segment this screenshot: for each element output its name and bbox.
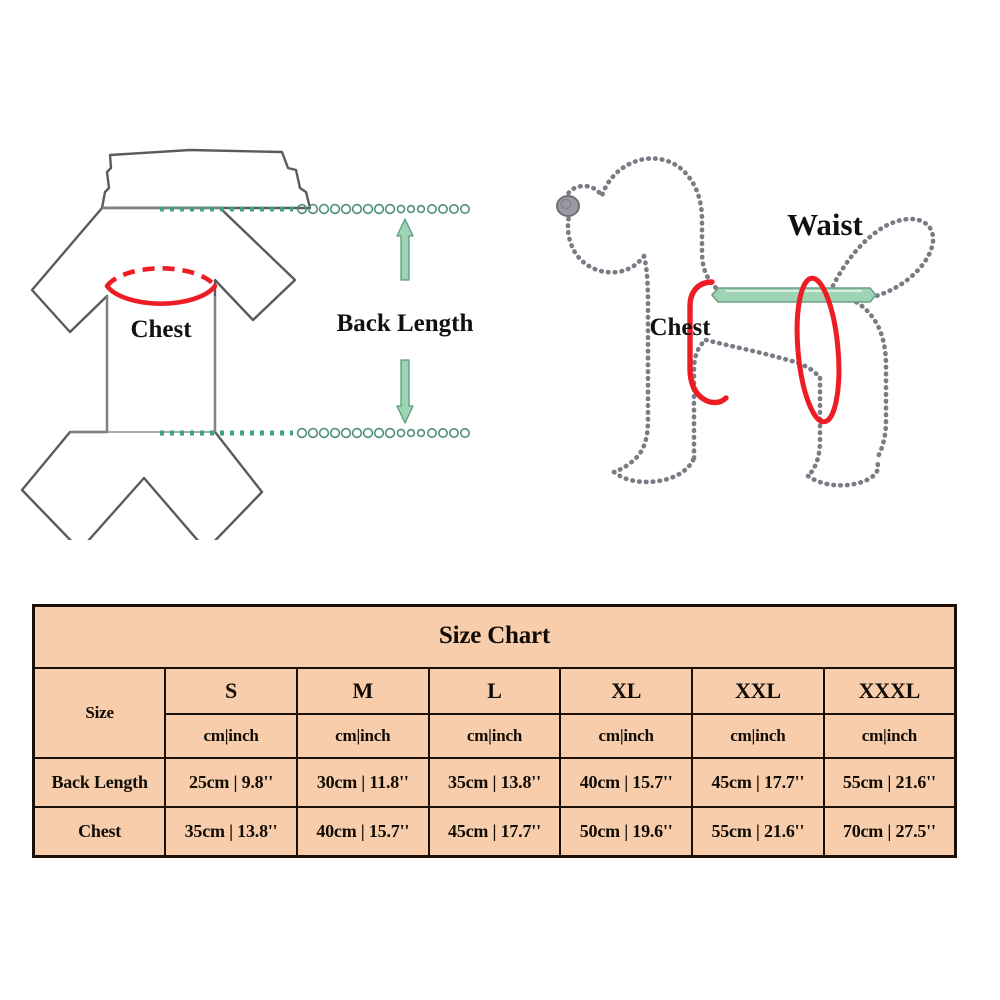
row-label-chest: Chest: [32, 806, 167, 858]
chest-xxl: 55cm | 21.6'': [691, 806, 825, 858]
unit-cell-m: cm|inch: [295, 713, 430, 759]
dog-waist-label: Waist: [787, 207, 863, 242]
dog-diagram: Chest Waist: [556, 156, 936, 488]
back-length-arrow-down: [396, 359, 414, 424]
garment-collar-outline: [100, 148, 312, 210]
unit-cell-l: cm|inch: [427, 713, 562, 759]
back-length-l: 35cm | 13.8'': [427, 757, 562, 808]
chest-m: 40cm | 15.7'': [295, 806, 430, 858]
unit-cell-xxl: cm|inch: [691, 713, 825, 759]
back-length-top-guide-beads: [296, 203, 470, 215]
back-length-s: 25cm | 9.8'': [164, 757, 298, 808]
chest-ellipse-solid-half: [104, 283, 218, 306]
chest-ellipse-dashed-half: [105, 266, 217, 288]
size-header-s: S: [164, 667, 298, 715]
back-length-m: 30cm | 11.8'': [295, 757, 430, 808]
back-length-xxl: 45cm | 17.7'': [691, 757, 825, 808]
unit-cell-xl: cm|inch: [559, 713, 694, 759]
size-chart-table: Size Chart Size S M L XL XXL XXXL cm|inc…: [32, 604, 957, 858]
size-chart-title: Size Chart: [32, 604, 957, 669]
dog-back-length-bar: [711, 287, 877, 303]
back-length-xl: 40cm | 15.7'': [559, 757, 694, 808]
table-size-header-row: Size S M L XL XXL XXXL: [32, 667, 957, 759]
back-length-bottom-guide-beads: [296, 427, 470, 439]
dog-chest-measure: [687, 279, 729, 406]
dog-chest-label: Chest: [649, 314, 711, 341]
unit-cell-xxxl: cm|inch: [822, 713, 957, 759]
chest-s: 35cm | 13.8'': [164, 806, 298, 858]
unit-cell-s: cm|inch: [164, 713, 298, 759]
size-header-l: L: [427, 667, 562, 715]
chest-xl: 50cm | 19.6'': [559, 806, 694, 858]
garment-body-outline: [20, 206, 297, 540]
chest-l: 45cm | 17.7'': [427, 806, 562, 858]
chest-xxxl: 70cm | 27.5'': [822, 806, 957, 858]
garment-chest-label: Chest: [130, 316, 192, 343]
dog-nose-highlight: [560, 198, 572, 210]
garment-diagram: Chest Back Length: [20, 148, 474, 540]
table-row: Back Length 25cm | 9.8'' 30cm | 11.8'' 3…: [32, 757, 957, 808]
table-unit-row: cm|inch cm|inch cm|inch cm|inch cm|inch …: [34, 713, 957, 759]
back-length-xxxl: 55cm | 21.6'': [822, 757, 957, 808]
dog-waist-measure: [794, 275, 842, 425]
back-length-label: Back Length: [337, 310, 474, 337]
table-row: Chest 35cm | 13.8'' 40cm | 15.7'' 45cm |…: [32, 806, 957, 858]
back-length-arrow-up: [396, 218, 414, 281]
size-corner-label: Size: [32, 667, 167, 759]
table-title-row: Size Chart: [32, 604, 957, 669]
measurement-diagrams: Chest Back Length: [20, 148, 936, 540]
size-header-xxl: XXL: [691, 667, 825, 715]
dog-outline: [563, 156, 936, 488]
size-header-m: M: [295, 667, 430, 715]
row-label-back-length: Back Length: [32, 757, 167, 808]
dog-nose: [556, 195, 580, 217]
size-chart-table-wrapper: Size Chart Size S M L XL XXL XXXL cm|inc…: [32, 604, 957, 858]
size-header-xl: XL: [559, 667, 694, 715]
size-header-xxxl: XXXL: [822, 667, 957, 715]
